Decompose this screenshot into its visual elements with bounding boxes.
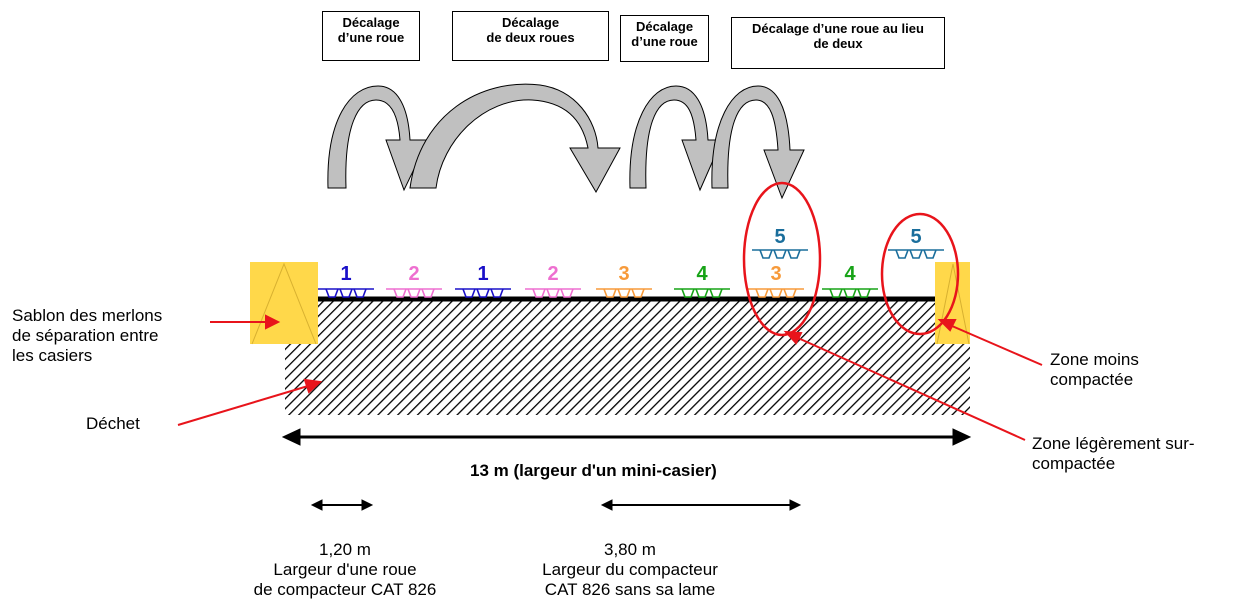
offset-box-2-line1: Décalage [501, 15, 560, 30]
wheel-tread-1 [318, 288, 374, 298]
wheel-tread-5 [596, 288, 652, 298]
label-wheel-width-line3: de compacteur CAT 826 [253, 580, 437, 599]
pointer-arrows [177, 314, 1043, 441]
offset-box-2-line2: de deux roues [486, 30, 575, 45]
wheel-number-2: 2 [408, 263, 420, 285]
offset-box-4-line1: Décalage d’une roue au lieu [752, 21, 924, 36]
label-zone-moins-line1: Zone moins [1050, 350, 1139, 369]
wheel-tread-8 [822, 288, 878, 298]
offset-box-3-line1: Décalage [635, 19, 694, 34]
label-compactor-width-line1: 3,80 m [604, 540, 656, 559]
wheel-tread-4 [525, 288, 581, 298]
dimension-arrows [281, 428, 972, 511]
label-sablon-line1: Sablon des merlons [12, 306, 163, 325]
wheel-number-3: 1 [477, 263, 489, 285]
label-zone-legere-line2: compactée [1032, 454, 1116, 473]
label-wheel-width-line2: Largeur d'une roue [273, 560, 417, 579]
label-sablon-line2: de séparation entre [12, 326, 159, 345]
wheel-number-5: 3 [618, 263, 630, 285]
sand-berm-left [250, 262, 318, 345]
offset-box-1-line1: Décalage [342, 15, 400, 30]
offset-box-2: Décalage de deux roues [452, 11, 609, 61]
wheel-tread-6 [674, 288, 730, 298]
label-sablon-line3: les casiers [12, 346, 93, 365]
raised-wheel-number-1: 5 [774, 226, 786, 248]
offset-box-3-line2: d’une roue [631, 34, 698, 49]
offset-arrow-2 [409, 83, 621, 194]
raised-wheel-tread-2 [888, 249, 944, 259]
offset-box-1: Décalage d’une roue [322, 11, 420, 61]
offset-box-4: Décalage d’une roue au lieu de deux [731, 17, 945, 69]
label-wheel-width-line1: 1,20 m [319, 540, 371, 559]
wheel-layer [318, 249, 944, 298]
pointer-arrowhead-zone-moins [937, 319, 957, 332]
raised-wheel-tread-1 [752, 249, 808, 259]
label-zone-legere-line1: Zone légèrement sur- [1032, 434, 1195, 453]
wheel-tread-2 [386, 288, 442, 298]
label-zone-legere: Zone légèrement sur- compactée [1032, 434, 1195, 474]
zone-ellipse-less-compacted [880, 212, 960, 336]
label-compactor-width: 3,80 m Largeur du compacteur CAT 826 san… [520, 540, 740, 600]
label-zone-moins: Zone moins compactée [1050, 350, 1139, 390]
pointer-arrowhead-zone-legere [783, 330, 803, 345]
wheel-number-7: 3 [770, 263, 782, 285]
wheel-number-8: 4 [844, 263, 856, 285]
offset-box-4-line2: de deux [813, 36, 863, 51]
label-compactor-width-line2: Largeur du compacteur [542, 560, 718, 579]
wheel-number-4: 2 [547, 263, 559, 285]
offset-box-1-line2: d’une roue [337, 30, 405, 45]
waste-block [285, 300, 970, 415]
offset-arrows [327, 83, 805, 200]
offset-arrow-4 [711, 85, 805, 200]
wheel-tread-7 [748, 288, 804, 298]
label-width-total: 13 m (largeur d'un mini-casier) [470, 461, 717, 480]
pointer-arrowhead-dechet [303, 378, 323, 394]
raised-wheel-number-2: 5 [910, 226, 922, 248]
label-compactor-width-line3: CAT 826 sans sa lame [544, 580, 716, 599]
wheel-number-6: 4 [696, 263, 708, 285]
offset-arrow-3 [629, 85, 723, 192]
zone-ellipse-over-compacted [742, 181, 822, 337]
label-sablon: Sablon des merlons de séparation entre l… [12, 306, 162, 366]
label-zone-moins-line2: compactée [1050, 370, 1134, 389]
offset-box-3: Décalage d’une roue [620, 15, 709, 62]
wheel-number-1: 1 [340, 263, 352, 285]
label-dechet: Déchet [86, 414, 140, 433]
label-wheel-width: 1,20 m Largeur d'une roue de compacteur … [230, 540, 460, 600]
pointer-arrowhead-sablon [265, 314, 281, 330]
wheel-tread-3 [455, 288, 511, 298]
